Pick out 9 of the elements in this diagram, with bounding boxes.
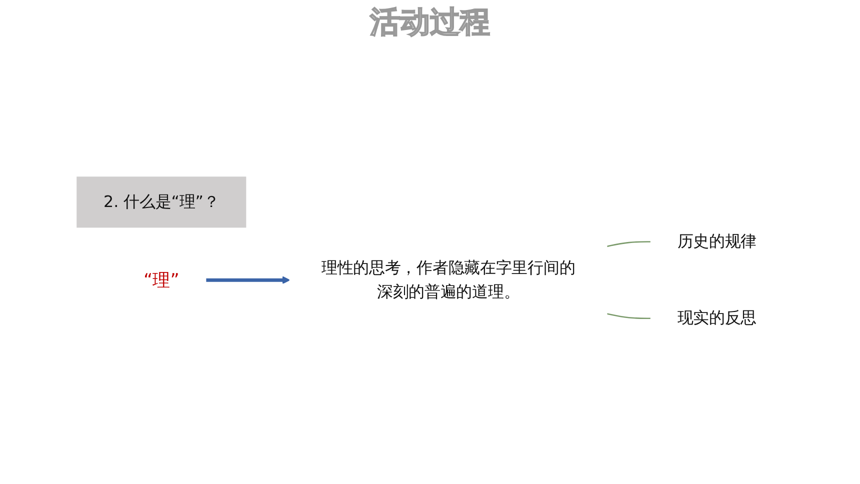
node-text: 现实的反思: [677, 308, 757, 328]
slide-title: 活动过程: [368, 4, 491, 42]
node-text: “理”: [143, 269, 180, 290]
connector: [606, 312, 651, 319]
connector: [606, 240, 651, 247]
node-box: 2. 什么是“理”？: [76, 176, 246, 228]
node-text: 理性的思考，作者隐藏在字里行间的深刻的普遍的道理。: [321, 258, 576, 301]
arrow: [206, 276, 290, 284]
node-text: 历史的规律: [677, 232, 757, 251]
